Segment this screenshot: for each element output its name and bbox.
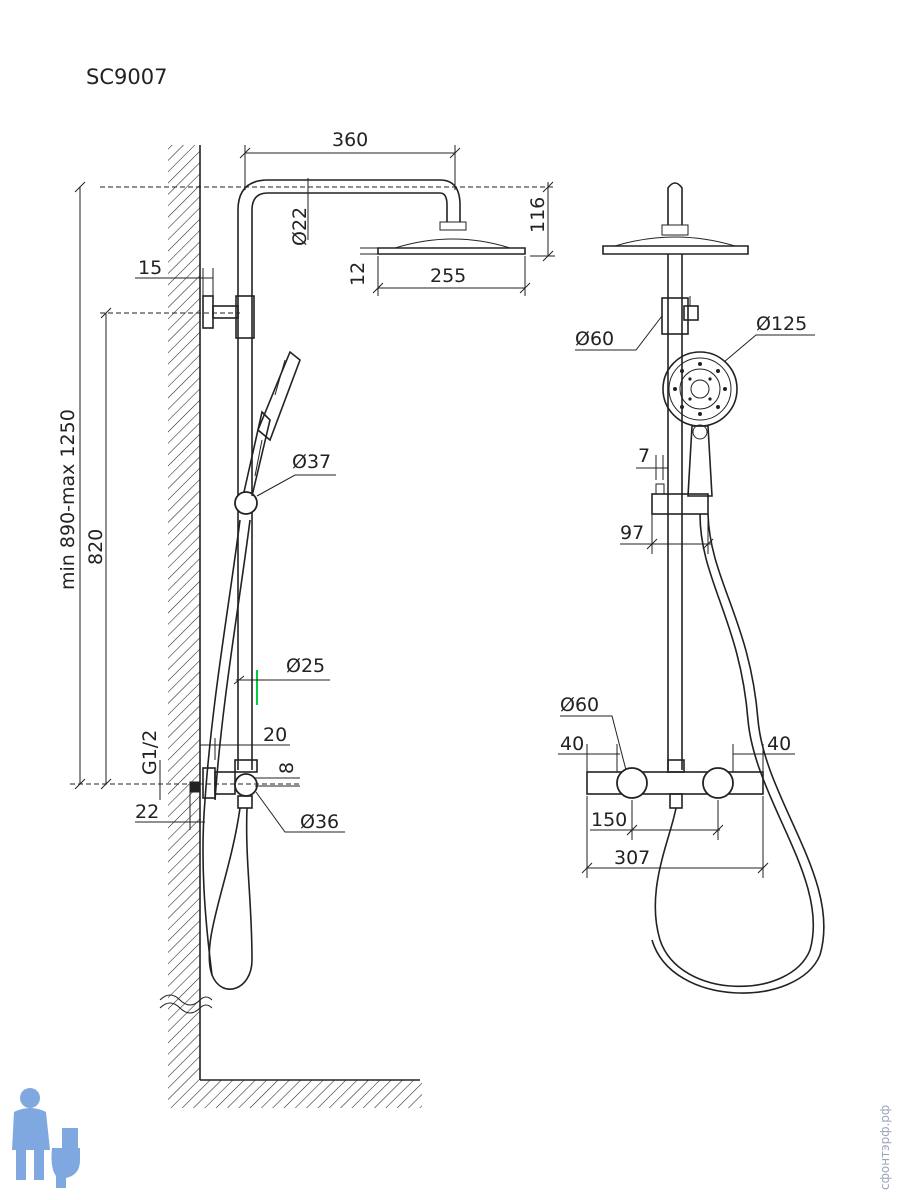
dim-20: 20 (263, 724, 287, 746)
dim-40-left: 40 (560, 733, 584, 755)
watermark-text: сфонтэрф.рф (878, 1105, 892, 1190)
dim-116: 116 (527, 197, 549, 233)
dim-min-max: min 890-max 1250 (57, 409, 79, 590)
dim-dia36: Ø36 (300, 811, 339, 833)
dim-12: 12 (347, 262, 369, 286)
wall-break-mark (159, 994, 213, 1006)
dim-dia60-top: Ø60 (575, 328, 614, 350)
dim-22-bottom: 22 (135, 801, 159, 823)
side-view: 360 116 Ø22 12 255 15 min 890-max 1250 (57, 129, 555, 1108)
plumber-logo (12, 1088, 80, 1188)
dim-g12: G1/2 (139, 730, 161, 775)
dim-820: 820 (85, 529, 107, 565)
dim-dia25: Ø25 (286, 655, 325, 677)
dim-7: 7 (638, 445, 650, 467)
dim-307: 307 (614, 847, 650, 869)
dim-8: 8 (276, 762, 298, 774)
dim-dia60-bottom: Ø60 (560, 694, 599, 716)
dim-360: 360 (332, 129, 368, 151)
spray-nozzles (673, 362, 727, 416)
dim-150: 150 (591, 809, 627, 831)
dim-255: 255 (430, 265, 466, 287)
dim-dia125: Ø125 (756, 313, 807, 335)
dim-97: 97 (620, 522, 644, 544)
wall-hatch (168, 145, 200, 1080)
floor-hatch (168, 1080, 422, 1108)
model-title: SC9007 (86, 65, 167, 89)
dim-dia22: Ø22 (289, 207, 311, 246)
dim-15: 15 (138, 257, 162, 279)
front-view: Ø60 Ø125 7 97 Ø60 40 40 1 (558, 182, 825, 994)
dim-dia37: Ø37 (292, 451, 331, 473)
dim-40-right: 40 (767, 733, 791, 755)
